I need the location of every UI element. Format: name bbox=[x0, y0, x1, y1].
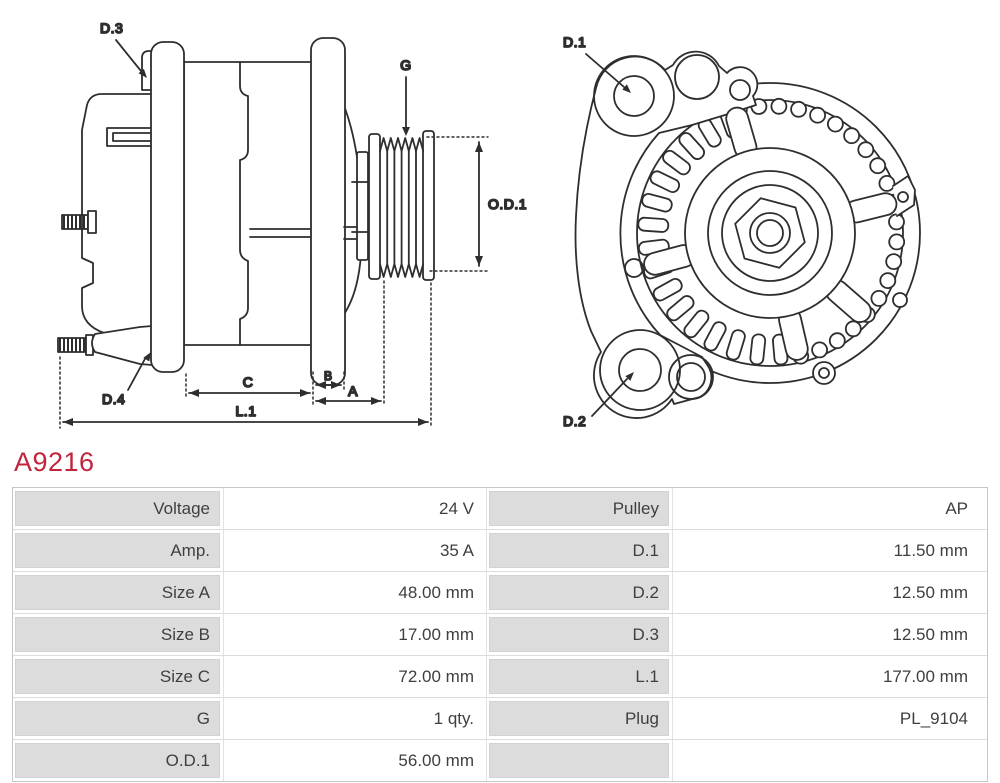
spec-label: G bbox=[15, 701, 220, 736]
alternator-technical-drawing: D.3 D.4 G O.D.1 C B A bbox=[57, 19, 921, 430]
pulley-spokes bbox=[643, 106, 898, 361]
table-row: Size A 48.00 mm D.2 12.50 mm bbox=[13, 572, 987, 614]
arrowhead-d4 bbox=[143, 352, 151, 362]
spec-value: 177.00 mm bbox=[672, 656, 987, 697]
spec-label: Plug bbox=[489, 701, 669, 736]
spec-value: 12.50 mm bbox=[672, 614, 987, 655]
spec-value: 12.50 mm bbox=[672, 572, 987, 613]
spec-label: Voltage bbox=[15, 491, 220, 526]
spec-label: O.D.1 bbox=[15, 743, 220, 778]
spec-label: D.1 bbox=[489, 533, 669, 568]
hub bbox=[684, 147, 856, 319]
side-view: D.3 D.4 G O.D.1 C B A bbox=[57, 19, 527, 429]
spec-label: Size C bbox=[15, 659, 220, 694]
front-view: D.1 D.2 bbox=[562, 33, 921, 430]
side-label-od1: O.D.1 bbox=[488, 196, 527, 212]
front-label-d1: D.1 bbox=[563, 34, 586, 50]
spec-value: 24 V bbox=[223, 488, 486, 529]
spec-value: 72.00 mm bbox=[223, 656, 486, 697]
spec-value: 17.00 mm bbox=[223, 614, 486, 655]
table-row: Size B 17.00 mm D.3 12.50 mm bbox=[13, 614, 987, 656]
spec-label: Pulley bbox=[489, 491, 669, 526]
table-row: G 1 qty. Plug PL_9104 bbox=[13, 698, 987, 740]
side-dim-a: A bbox=[348, 383, 358, 399]
spec-label: D.3 bbox=[489, 617, 669, 652]
table-row: Amp. 35 A D.1 11.50 mm bbox=[13, 530, 987, 572]
spec-label: D.2 bbox=[489, 575, 669, 610]
table-row: O.D.1 56.00 mm bbox=[13, 740, 987, 781]
arrowhead-d1 bbox=[622, 84, 631, 93]
spec-label: Size A bbox=[15, 575, 220, 610]
spec-value bbox=[672, 740, 987, 781]
spec-value: AP bbox=[672, 488, 987, 529]
table-row: Size C 72.00 mm L.1 177.00 mm bbox=[13, 656, 987, 698]
arrowhead-d2 bbox=[625, 372, 634, 381]
side-dim-b: B bbox=[324, 369, 332, 383]
spec-value: 48.00 mm bbox=[223, 572, 486, 613]
side-label-d4: D.4 bbox=[102, 391, 125, 407]
arrowhead-d3 bbox=[138, 68, 147, 78]
spec-label bbox=[489, 743, 669, 778]
spec-label: Amp. bbox=[15, 533, 220, 568]
spec-value: 1 qty. bbox=[223, 698, 486, 739]
side-dim-l1: L.1 bbox=[236, 403, 257, 419]
arrowhead-g bbox=[402, 127, 410, 136]
front-label-d2: D.2 bbox=[563, 413, 586, 429]
spec-table: Voltage 24 V Pulley AP Amp. 35 A D.1 11.… bbox=[12, 487, 988, 782]
part-number: A9216 bbox=[14, 447, 95, 477]
side-label-d3: D.3 bbox=[100, 20, 123, 36]
spec-label: Size B bbox=[15, 617, 220, 652]
spec-value: 35 A bbox=[223, 530, 486, 571]
side-dim-c: C bbox=[243, 374, 254, 390]
spec-label: L.1 bbox=[489, 659, 669, 694]
side-label-g: G bbox=[400, 57, 411, 73]
spec-value: 56.00 mm bbox=[223, 740, 486, 781]
rim-scallops bbox=[730, 97, 906, 365]
spec-value: PL_9104 bbox=[672, 698, 987, 739]
spec-value: 11.50 mm bbox=[672, 530, 987, 571]
table-row: Voltage 24 V Pulley AP bbox=[13, 488, 987, 530]
